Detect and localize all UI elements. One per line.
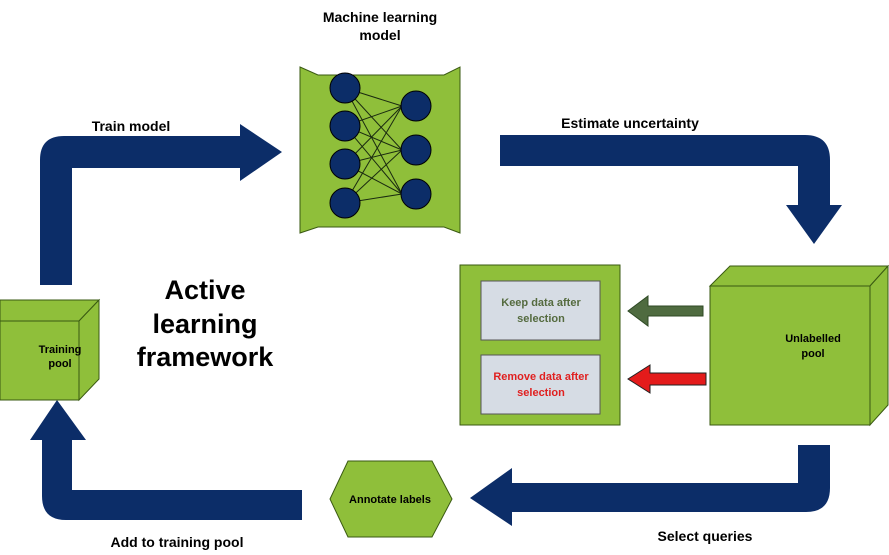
- keep-data-box: [480, 280, 601, 341]
- select-queries-arrow: [470, 445, 830, 526]
- keep-arrow: [627, 295, 704, 327]
- nn-output-node: [400, 178, 432, 210]
- unlabelled-pool-cube-side: [869, 264, 889, 427]
- nn-output-node: [400, 134, 432, 166]
- training-pool-label-line-2: pool: [48, 358, 71, 370]
- select-queries-label: Select queries: [658, 528, 753, 544]
- remove-data-label-line-2: selection: [517, 387, 565, 399]
- unlabelled-pool-label-line-1: Unlabelled: [785, 333, 841, 345]
- title-line-2: learning: [152, 309, 257, 339]
- nn-input-node: [329, 110, 361, 142]
- train-model-label: Train model: [92, 118, 171, 134]
- estimate-uncertainty-label: Estimate uncertainty: [561, 115, 699, 131]
- nn-connection: [344, 87, 403, 195]
- add-to-training-pool-label: Add to training pool: [111, 534, 244, 550]
- selection-panel: [459, 264, 621, 426]
- unlabelled-pool-label-line-2: pool: [801, 348, 824, 360]
- nn-connection: [344, 105, 403, 204]
- title-line-3: framework: [137, 342, 275, 372]
- training-pool-cube-side: [78, 298, 100, 402]
- add-to-training-pool-arrow: [30, 400, 302, 520]
- unlabelled-pool-cube-front: [709, 285, 871, 426]
- keep-data-label-line-2: selection: [517, 313, 565, 325]
- nn-input-node: [329, 187, 361, 219]
- model-label-line-1: Machine learning: [323, 9, 437, 25]
- remove-arrow: [627, 364, 707, 394]
- unlabelled-pool: [708, 264, 889, 427]
- remove-data-label-line-1: Remove data after: [493, 371, 589, 383]
- ml-model: [299, 66, 461, 234]
- title: Active learning framework: [137, 275, 275, 372]
- model-panel: [299, 66, 461, 234]
- keep-data-label-line-1: Keep data after: [501, 297, 581, 309]
- flow-arrows: [30, 124, 842, 526]
- model-label-line-2: model: [359, 27, 400, 43]
- annotate-hexagon: [329, 460, 453, 538]
- nn-input-node: [329, 72, 361, 104]
- unlabelled-pool-cube-top: [708, 265, 889, 287]
- title-line-1: Active: [164, 275, 245, 305]
- training-pool-label-line-1: Training: [39, 344, 82, 356]
- remove-data-box: [480, 354, 601, 415]
- training-pool: [0, 298, 101, 402]
- nn-input-node: [329, 148, 361, 180]
- neural-network-icon: [329, 72, 432, 219]
- nn-output-node: [400, 90, 432, 122]
- estimate-uncertainty-arrow: [500, 135, 842, 244]
- annotate-label: Annotate labels: [349, 494, 431, 506]
- train-model-arrow: [40, 124, 282, 285]
